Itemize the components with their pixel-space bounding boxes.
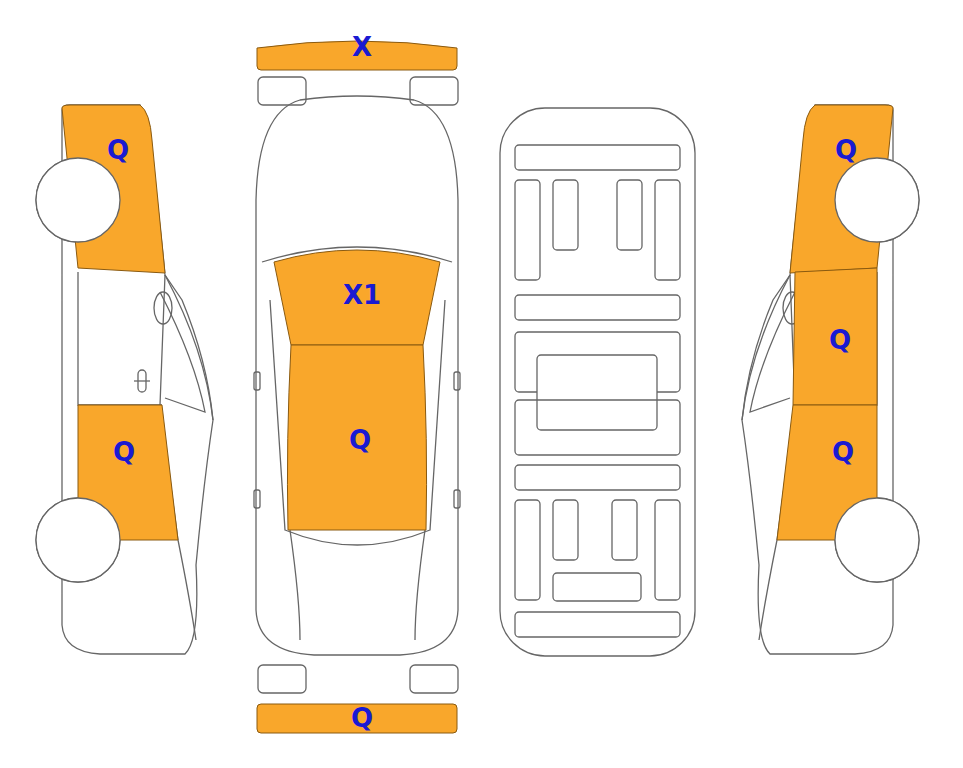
damage-code: Q — [107, 137, 129, 163]
left-side-view — [36, 105, 213, 654]
right-front-door-panel: Q — [790, 266, 880, 408]
damage-code: X1 — [343, 282, 381, 308]
hood-panel: X1 — [272, 240, 444, 347]
left-rear-door-panel: Q — [76, 403, 180, 543]
damage-code: Q — [351, 705, 373, 731]
rear-bumper-panel: Q — [255, 702, 459, 735]
damage-area — [274, 250, 440, 345]
panel-shape — [60, 103, 168, 275]
top-view — [254, 77, 460, 693]
front-bumper-panel: X — [255, 34, 459, 72]
wheel — [36, 158, 120, 242]
damage-code: Q — [829, 327, 851, 353]
left-front-fender-panel: Q — [60, 103, 168, 275]
damage-area — [257, 704, 457, 733]
right-side-view — [742, 105, 919, 654]
damage-area — [793, 268, 877, 405]
wheel — [835, 158, 919, 242]
underside-view — [500, 108, 695, 656]
panel-shape — [788, 103, 895, 275]
roof-panel: Q — [284, 342, 430, 534]
panel-shape — [76, 403, 180, 543]
damage-code: Q — [835, 137, 857, 163]
right-front-fender-panel: Q — [788, 103, 895, 275]
damage-area — [287, 345, 426, 530]
damage-code: Q — [349, 427, 371, 453]
damage-code: Q — [832, 439, 854, 465]
right-rear-door-panel: Q — [775, 403, 880, 543]
damage-code: X — [352, 34, 372, 60]
damage-code: Q — [113, 439, 135, 465]
wheel — [835, 498, 919, 582]
panel-shape — [775, 403, 880, 543]
wheel — [36, 498, 120, 582]
